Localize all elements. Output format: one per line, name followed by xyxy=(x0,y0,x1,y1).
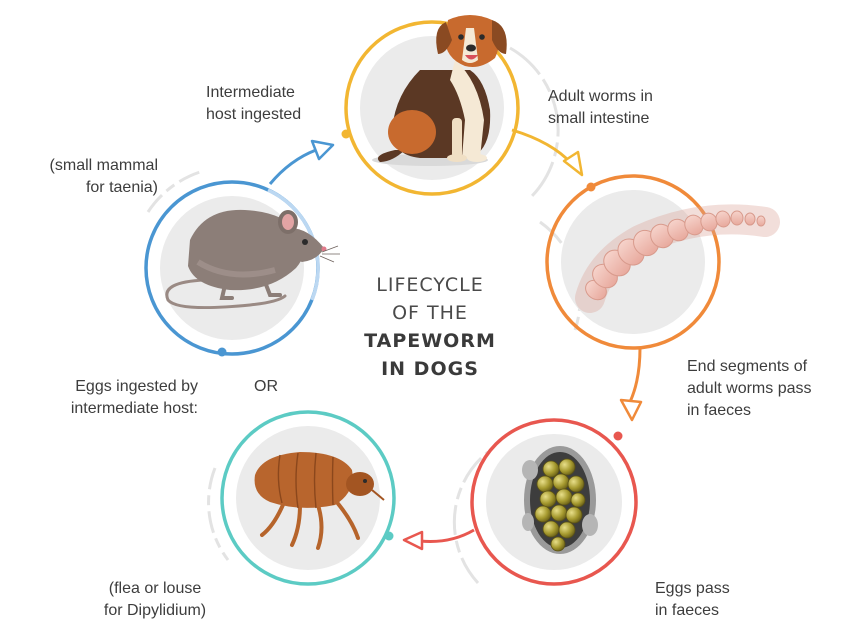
dog-ring-dot xyxy=(341,129,351,139)
arrow-dog-to-worm xyxy=(511,128,584,177)
label-eggs-ingested: Eggs ingested by intermediate host: xyxy=(70,378,198,417)
title-line-2: OF THE xyxy=(392,302,468,324)
diagram-title: LIFECYCLE OF THE TAPEWORM IN DOGS xyxy=(330,271,530,383)
flea-ring xyxy=(220,410,396,586)
eggs-ring xyxy=(470,418,638,586)
title-line-1: LIFECYCLE xyxy=(376,274,484,296)
worm-ring-dot xyxy=(586,182,596,192)
egg-sac-icon xyxy=(522,446,598,554)
mouse-ring-dot xyxy=(217,347,227,357)
stage-flea xyxy=(207,410,396,586)
stage-worm xyxy=(539,174,780,350)
label-adult-worms: Adult worms in small intestine xyxy=(548,88,653,127)
mouse-icon xyxy=(165,209,340,310)
flea-icon xyxy=(254,452,385,550)
arrow-mouse-to-dog xyxy=(268,139,335,185)
stage-dog xyxy=(341,15,560,202)
label-flea-louse: (flea or louse for Dipylidium) xyxy=(103,580,207,619)
eggs-ring-dot xyxy=(613,431,623,441)
title-line-4: IN DOGS xyxy=(381,358,479,380)
worm-ring xyxy=(545,174,721,350)
title-line-3: TAPEWORM xyxy=(364,330,496,352)
flea-ring-dot xyxy=(384,531,394,541)
dog-ring xyxy=(344,20,520,196)
stage-eggs xyxy=(452,418,638,586)
label-small-mammal: (small mammal for taenia) xyxy=(49,157,158,196)
arrow-worm-to-eggs xyxy=(619,347,643,422)
stage-mouse xyxy=(144,170,340,357)
label-or: OR xyxy=(254,378,278,395)
label-end-segments: End segments of adult worms pass in faec… xyxy=(687,358,812,419)
worm-icon xyxy=(575,204,780,313)
dog-icon xyxy=(372,15,507,166)
label-eggs-pass: Eggs pass in faeces xyxy=(655,580,730,619)
arrow-eggs-to-flea xyxy=(402,528,475,551)
label-intermediate-host-ingested: Intermediate host ingested xyxy=(206,84,302,123)
